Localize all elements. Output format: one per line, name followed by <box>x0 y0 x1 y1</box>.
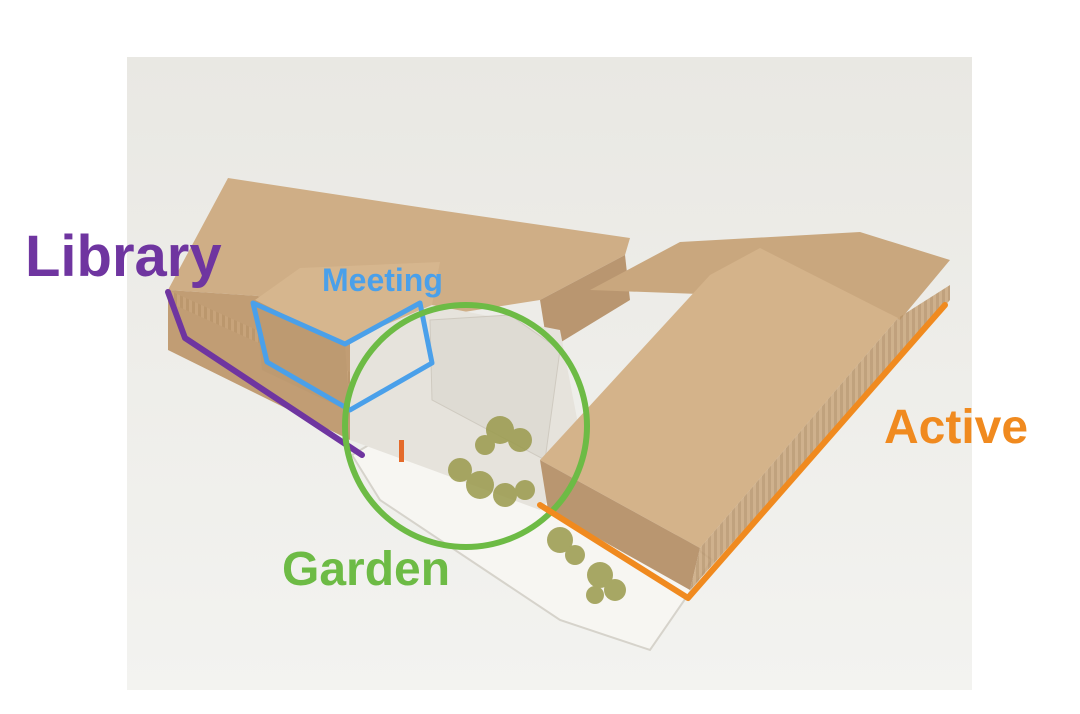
active-side-wall <box>690 285 950 590</box>
library-label: Library <box>25 224 222 289</box>
active-front-wall <box>540 460 700 590</box>
meeting-front <box>255 300 350 412</box>
model-figure <box>399 440 404 462</box>
active-label: Active <box>884 401 1029 454</box>
meeting-roof <box>255 262 440 345</box>
library-outline <box>165 289 365 458</box>
meeting-label: Meeting <box>322 262 443 298</box>
library-side-wall <box>540 255 630 350</box>
garden-circle <box>342 302 590 550</box>
active-outline <box>537 302 948 601</box>
active-roof <box>540 248 898 548</box>
courtyard-glass <box>429 314 561 461</box>
garden-label: Garden <box>282 543 451 596</box>
model-trees <box>448 416 626 604</box>
meeting-outline <box>250 300 435 413</box>
